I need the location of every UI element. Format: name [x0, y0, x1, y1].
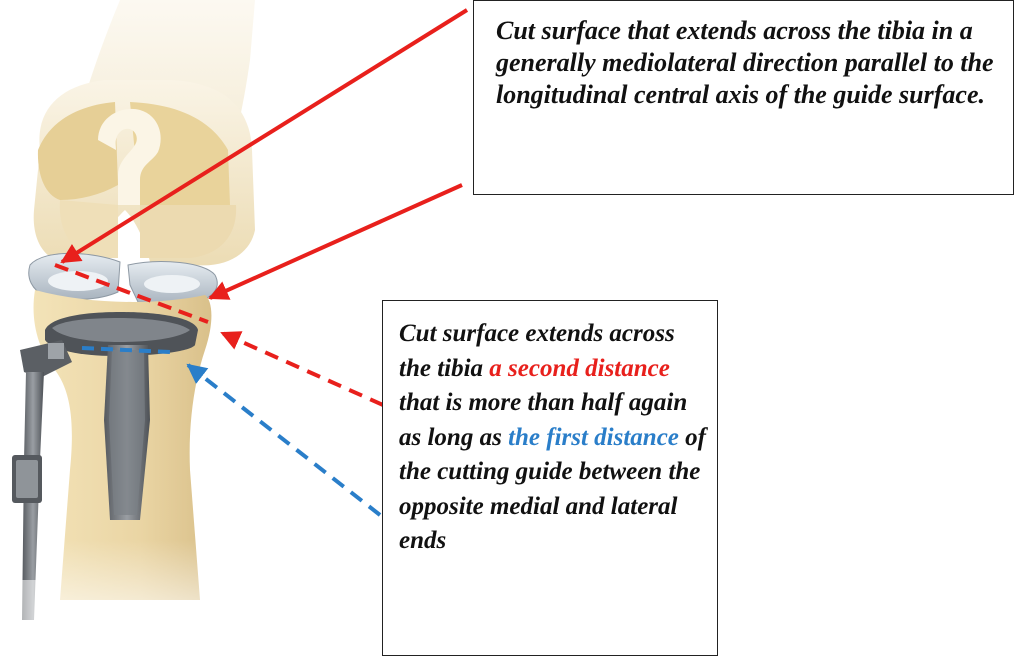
callout-top-text: Cut surface that extends across the tibi… [496, 16, 994, 109]
callout-bottom: Cut surface extends across the tibia a s… [382, 300, 718, 656]
second-distance-label: a second distance [489, 355, 670, 382]
callout-top: Cut surface that extends across the tibi… [473, 0, 1014, 195]
first-distance-label: the first distance [508, 424, 679, 451]
femur [34, 0, 255, 265]
arrow-first-distance [188, 365, 380, 515]
arrow-second-distance [222, 333, 383, 405]
